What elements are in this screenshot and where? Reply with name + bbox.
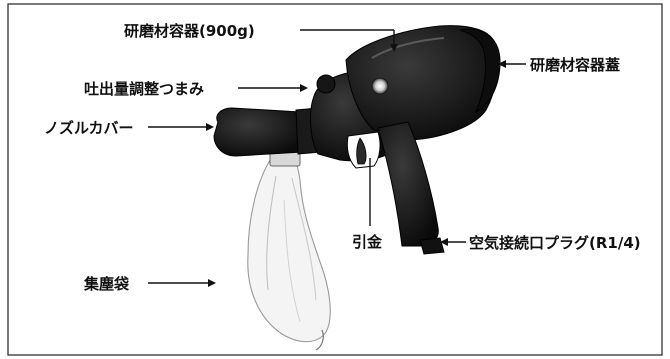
label-trigger: 引金 bbox=[352, 233, 383, 251]
lid-arrowhead bbox=[498, 60, 506, 68]
flow-knob-arrowhead bbox=[300, 84, 308, 92]
label-container: 研磨材容器(900g) bbox=[124, 22, 255, 40]
label-dust-bag: 集塵袋 bbox=[83, 275, 130, 293]
label-flow-knob: 吐出量調整つまみ bbox=[84, 80, 204, 98]
dust-bag-illustration bbox=[247, 149, 331, 351]
label-nozzle-cover: ノズルカバー bbox=[44, 119, 134, 137]
blast-gun-illustration bbox=[213, 25, 501, 255]
container-arrowhead bbox=[390, 44, 398, 52]
label-container-lid: 研磨材容器蓋 bbox=[530, 56, 620, 74]
nozzle-cover-arrowhead bbox=[206, 123, 214, 131]
air-plug-arrowhead bbox=[440, 238, 448, 246]
label-air-plug: 空気接続口プラグ(R1/4) bbox=[469, 234, 641, 252]
figure-frame bbox=[7, 3, 663, 356]
dust-bag-arrowhead bbox=[208, 279, 216, 287]
